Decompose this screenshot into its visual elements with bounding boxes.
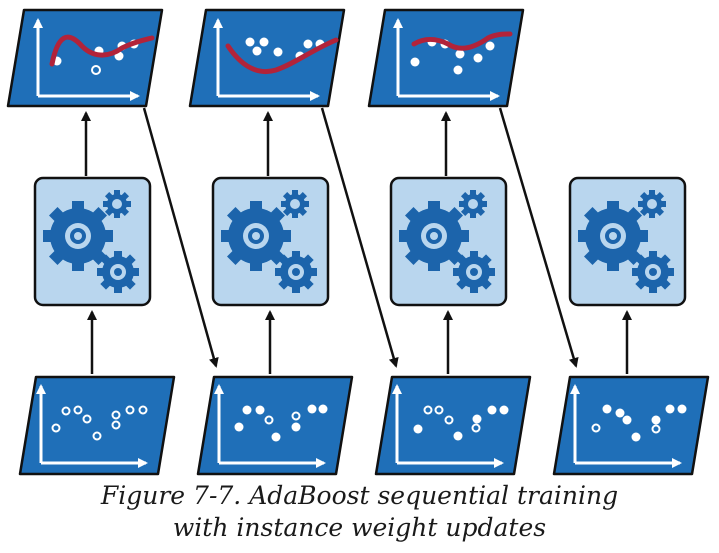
figure-caption: Figure 7-7. AdaBoost sequential training… [0,480,719,544]
prediction-panel-3 [367,8,525,108]
predictor-box-3 [389,176,508,307]
caption-line-1: Figure 7-7. AdaBoost sequential training [100,481,619,510]
gears-icon [578,190,674,293]
predictor-box-2 [211,176,330,307]
dataset-panel-3 [374,375,532,476]
arrows [81,107,632,374]
arrow-reweight-1 [142,107,219,368]
gears-icon [43,190,139,293]
arrow-reweight-3 [498,107,579,368]
dataset-panel-1 [18,375,176,476]
predictor-box-4 [568,176,687,307]
arrow-reweight-2 [320,107,399,368]
prediction-panel-2 [188,8,346,108]
caption-line-2: with instance weight updates [172,513,547,542]
predictor-box-1 [33,176,152,307]
dataset-panel-4 [552,375,710,476]
prediction-panel-1 [6,8,164,108]
dataset-panel-2 [196,375,354,476]
